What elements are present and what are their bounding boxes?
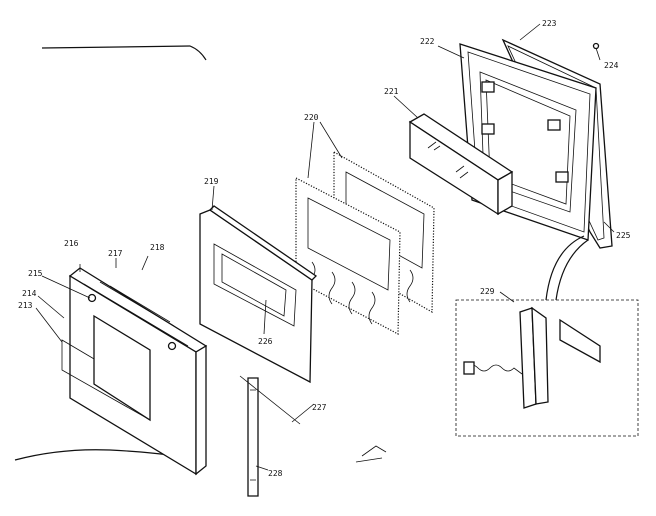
label-217: 217	[108, 249, 123, 258]
leader-lines	[35, 23, 615, 471]
label-218: 218	[150, 243, 165, 252]
part-219-inner-panel	[199, 205, 318, 384]
label-229: 229	[480, 287, 495, 296]
label-223: 223	[542, 19, 557, 28]
screw-224-icon	[592, 42, 600, 50]
label-221: 221	[384, 87, 399, 96]
label-215: 215	[28, 269, 43, 278]
label-222: 222	[420, 37, 435, 46]
label-228: 228	[268, 469, 283, 478]
part-number-labels: 213 214 215 216 217 218 219 220 221 222 …	[18, 19, 631, 478]
part-221-window-glass	[408, 113, 514, 216]
label-220: 220	[304, 113, 319, 122]
scan-marks	[14, 45, 387, 463]
label-216: 216	[64, 239, 79, 248]
label-226: 226	[258, 337, 273, 346]
label-214: 214	[22, 289, 37, 298]
outer-door-panel	[61, 267, 208, 476]
part-228-hinge	[247, 377, 259, 497]
label-224: 224	[604, 61, 619, 70]
label-225: 225	[616, 231, 631, 240]
label-219: 219	[204, 177, 219, 186]
part-229-detail-inset	[455, 235, 639, 437]
label-227: 227	[312, 403, 327, 412]
label-213: 213	[18, 301, 33, 310]
